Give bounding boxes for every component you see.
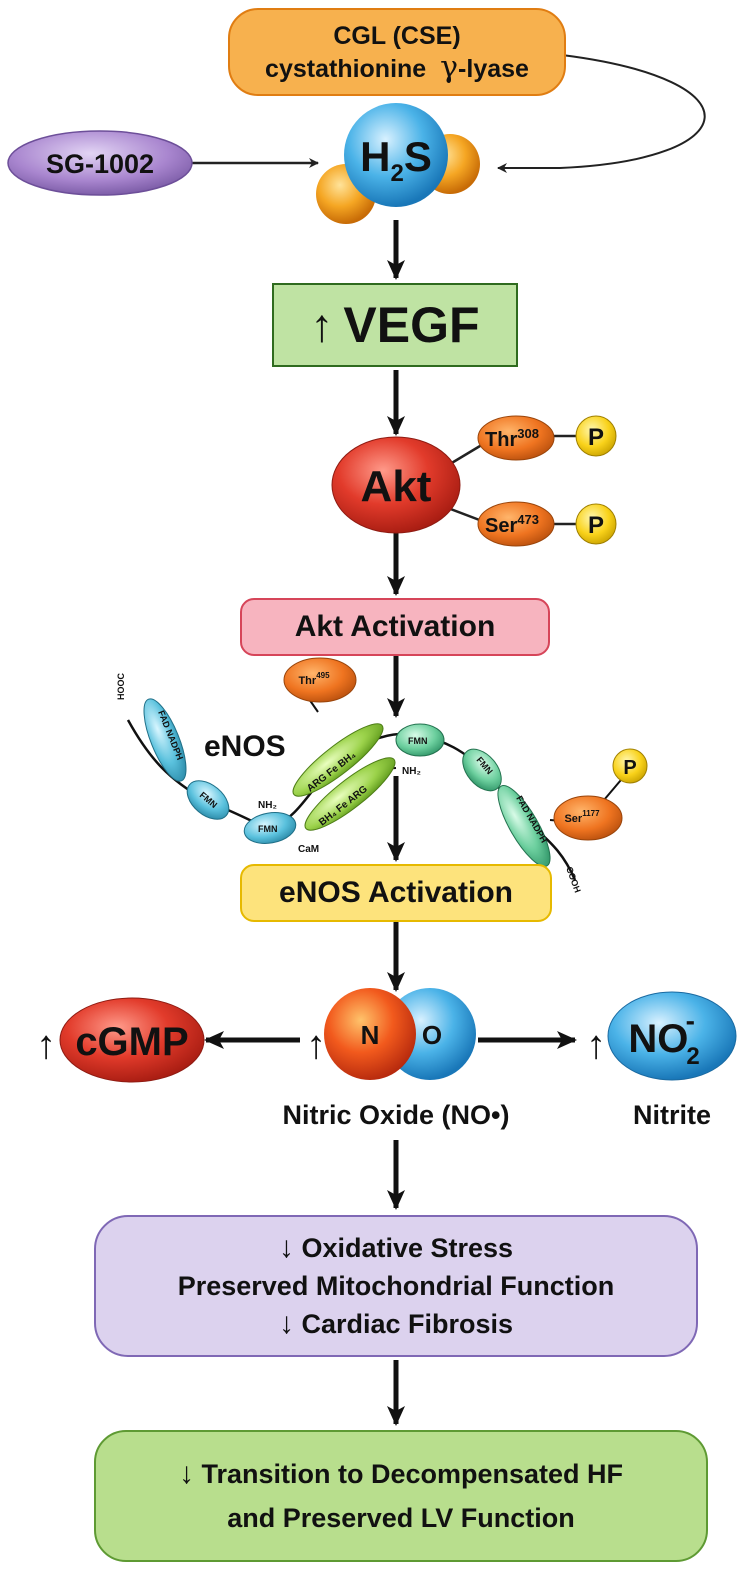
akt-cluster: Akt Thr308 Ser473 P P [331, 415, 617, 547]
fad-nadph-left [143, 698, 187, 782]
oxygen-label: O [422, 1020, 442, 1050]
fmn-right-2 [462, 748, 502, 792]
phosphate-ser473 [575, 503, 617, 545]
ser1177-label: Ser1177 [564, 809, 600, 825]
nitrite-node: ↑ NO2- Nitrite [586, 991, 737, 1130]
nitrite-caption: Nitrite [633, 1100, 711, 1130]
effects-line1: ↓ Oxidative Stress [278, 1231, 514, 1264]
cgmp-label: cGMP [75, 1020, 188, 1064]
akt-label: Akt [361, 462, 432, 511]
arg-fe-bh4-top [292, 723, 384, 797]
fmn-left-2 [243, 812, 297, 844]
phosphate-label-3: P [623, 757, 636, 779]
h2s-molecule: H2S [316, 103, 480, 224]
thr495-residue [283, 657, 357, 703]
cgl-line2: cystathionine γ-lyase [265, 49, 529, 85]
ser1177-residue [553, 795, 623, 841]
enos-activation-label: eNOS Activation [279, 876, 513, 909]
effects-box: ↓ Oxidative Stress Preserved Mitochondri… [94, 1215, 698, 1357]
hooc-label: HOOC [116, 672, 126, 700]
bh4-fe-arg-bottom [304, 757, 396, 831]
enos-activation-box: eNOS Activation [240, 864, 552, 922]
thr495-label: Thr495 [298, 671, 330, 687]
enos-title: eNOS [204, 730, 286, 763]
cooh-label: COOH [564, 865, 583, 894]
effects-line3: ↓ Cardiac Fibrosis [278, 1307, 514, 1340]
nitrogen-atom [324, 988, 416, 1080]
nitrite-up-arrow: ↑ [586, 1023, 606, 1067]
fmn-right-1 [395, 723, 445, 757]
cgmp-node: ↑ cGMP [36, 997, 205, 1083]
outcome-box: ↓ Transition to Decompensated HF and Pre… [94, 1430, 708, 1562]
cgl-to-h2s-arrow [497, 54, 706, 173]
phosphate-label-2: P [588, 512, 604, 539]
outcome-line2: and Preserved LV Function [227, 1503, 575, 1533]
nitrite-formula: NO2- [628, 1005, 699, 1070]
sg1002-label: SG-1002 [46, 149, 154, 179]
akt-activation-box: Akt Activation [240, 598, 550, 656]
vegf-box: ↑ VEGF [272, 283, 518, 367]
phosphate-label-1: P [588, 424, 604, 451]
ser473-label: Ser473 [485, 512, 539, 537]
enos-structure: HOOC FAD NADPH FMN FMN NH₂ CaM ARG Fe BH… [116, 657, 648, 894]
no-molecule: ↑ N O Nitric Oxide (NO•) [283, 988, 510, 1130]
fad-nadph-right [497, 785, 551, 867]
sulfur-atom [344, 103, 448, 207]
ser473-residue [477, 501, 555, 547]
cgl-box: CGL (CSE) cystathionine γ-lyase [228, 8, 566, 96]
fmn-right-1-label: FMN [408, 736, 428, 746]
thr308-label: Thr308 [485, 426, 539, 451]
sg1002-node: SG-1002 [7, 130, 193, 196]
vegf-up-arrow: ↑ [310, 299, 334, 351]
thr308-residue [477, 415, 555, 461]
no-caption: Nitric Oxide (NO•) [283, 1100, 510, 1130]
akt-activation-label: Akt Activation [294, 610, 496, 643]
fmn-left-2-label: FMN [258, 824, 278, 834]
vegf-label: VEGF [343, 297, 480, 353]
phosphate-thr308 [575, 415, 617, 457]
cgl-line1: CGL (CSE) [333, 21, 461, 50]
nitrogen-label: N [361, 1020, 380, 1050]
cgmp-ellipse [59, 997, 205, 1083]
connectors [190, 54, 706, 1426]
nitrite-ellipse [607, 991, 737, 1081]
fmn-left-1 [186, 780, 230, 820]
outcome-line1: ↓ Transition to Decompensated HF [178, 1457, 624, 1490]
phosphate-ser1177 [612, 748, 648, 784]
h2s-label: H2S [360, 133, 432, 187]
cgmp-up-arrow: ↑ [36, 1023, 56, 1067]
effects-line2: Preserved Mitochondrial Function [177, 1271, 615, 1301]
akt-protein [331, 436, 461, 534]
nh2-right-label: NH₂ [402, 766, 421, 777]
no-up-arrow: ↑ [306, 1023, 326, 1067]
cam-label: CaM [298, 844, 319, 855]
nh2-left-label: NH₂ [258, 800, 277, 811]
